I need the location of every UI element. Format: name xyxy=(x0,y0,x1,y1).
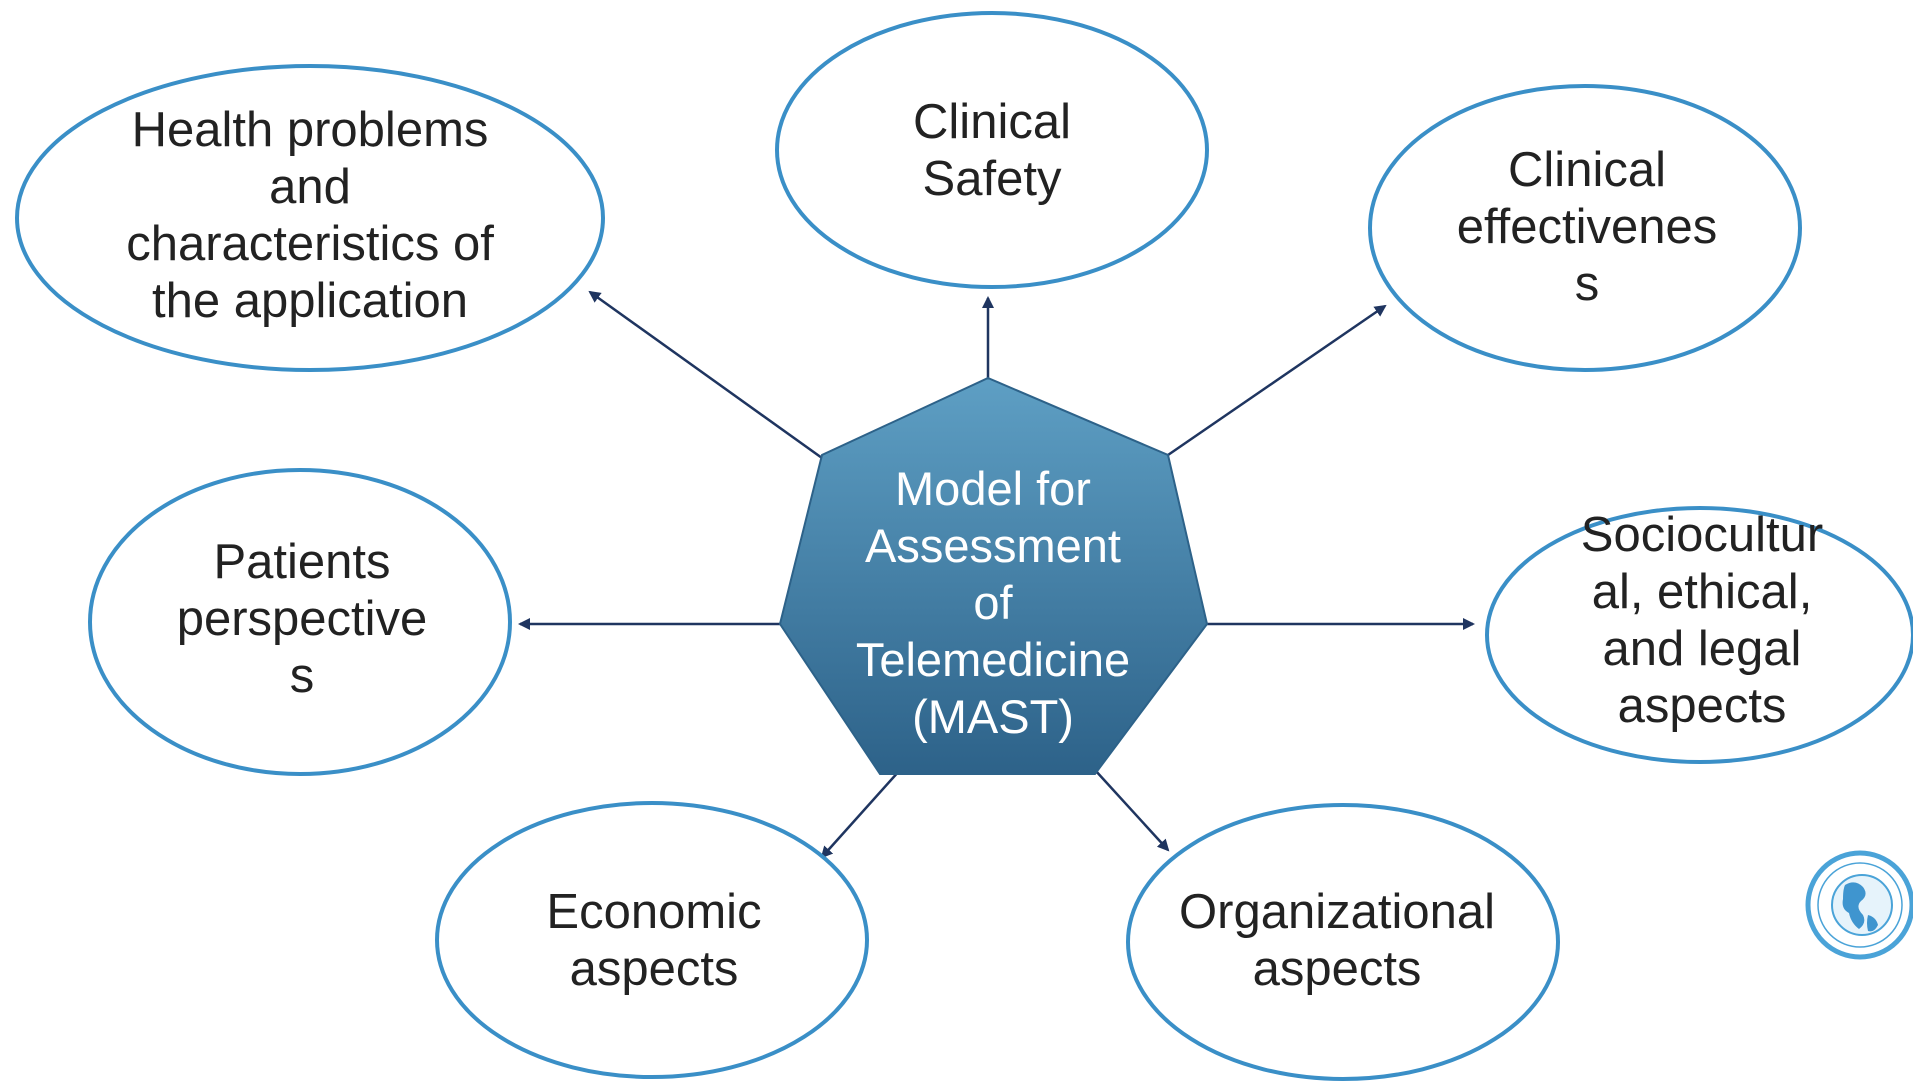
arrow-to-health-problems xyxy=(588,290,823,460)
organizational-line-1: Organizational xyxy=(1179,885,1495,939)
sociocultural-line-3: and legal xyxy=(1603,622,1802,676)
clinical-effectiveness-line-1: Clinical xyxy=(1508,143,1666,197)
economic-line-2: aspects xyxy=(570,942,739,996)
node-economic: Economic aspects xyxy=(435,801,869,1079)
health-problems-line-2: and xyxy=(269,160,351,214)
health-problems-line-4: the application xyxy=(152,274,468,328)
node-clinical-effectiveness: Clinical effectivenes s xyxy=(1368,84,1802,372)
node-health-problems: Health problems and characteristics of t… xyxy=(15,64,605,372)
center-line-1: Model for xyxy=(895,462,1091,515)
organizational-ellipse xyxy=(1126,803,1560,1081)
arrow-to-economic xyxy=(820,769,901,859)
organizational-line-2: aspects xyxy=(1253,942,1422,996)
center-line-3: of xyxy=(973,576,1013,629)
center-heptagon xyxy=(778,376,1209,775)
node-organizational: Organizational aspects xyxy=(1126,803,1560,1081)
sociocultural-ellipse xyxy=(1485,506,1913,764)
health-problems-ellipse xyxy=(15,64,605,372)
center-node: Model for Assessment of Telemedicine (MA… xyxy=(778,376,1209,775)
clinical-effectiveness-line-2: effectivenes xyxy=(1457,200,1718,254)
patients-perspectives-line-3: s xyxy=(290,649,315,703)
sociocultural-line-1: Sociocultur xyxy=(1581,508,1823,562)
economic-ellipse xyxy=(435,801,869,1079)
economic-line-1: Economic xyxy=(546,885,761,939)
clinical-safety-line-2: Safety xyxy=(923,152,1062,206)
patients-perspectives-line-2: perspective xyxy=(177,592,428,646)
arrow-to-clinical-effectiveness xyxy=(1167,304,1387,457)
node-clinical-safety: Clinical Safety xyxy=(775,11,1209,289)
sociocultural-line-4: aspects xyxy=(1618,679,1787,733)
center-line-5: (MAST) xyxy=(912,690,1074,743)
health-problems-line-1: Health problems xyxy=(132,103,489,157)
node-patients-perspectives: Patients perspective s xyxy=(88,468,512,776)
patients-perspectives-ellipse xyxy=(88,468,512,776)
clinical-effectiveness-ellipse xyxy=(1368,84,1802,372)
arrow-to-organizational xyxy=(1094,769,1170,852)
sociocultural-line-2: al, ethical, xyxy=(1592,565,1813,619)
clinical-safety-line-1: Clinical xyxy=(913,95,1071,149)
center-line-2: Assessment xyxy=(865,519,1121,572)
health-problems-line-3: characteristics of xyxy=(126,217,494,271)
node-sociocultural: Sociocultur al, ethical, and legal aspec… xyxy=(1485,506,1913,764)
patients-perspectives-line-1: Patients xyxy=(213,535,390,589)
globe-seal-icon xyxy=(1805,850,1913,960)
center-line-4: Telemedicine xyxy=(856,633,1130,686)
connectors xyxy=(518,290,1475,859)
clinical-effectiveness-line-3: s xyxy=(1575,257,1600,311)
clinical-safety-ellipse xyxy=(775,11,1209,289)
